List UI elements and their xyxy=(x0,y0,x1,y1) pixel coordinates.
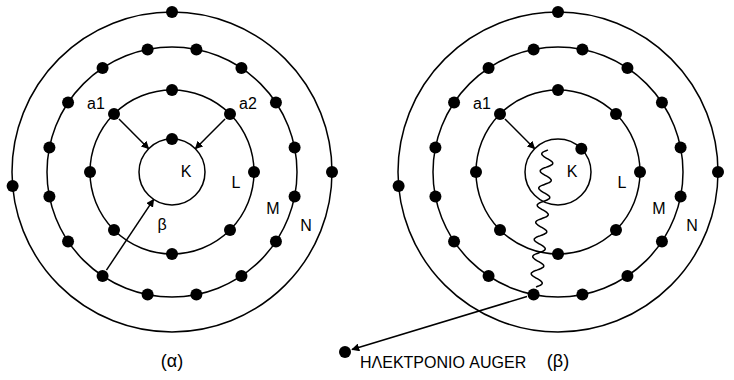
electron-dot xyxy=(270,97,282,109)
electron-dot xyxy=(393,180,405,192)
panel-label: (β) xyxy=(545,352,571,372)
electron-dot xyxy=(108,224,120,236)
electron-dot xyxy=(675,190,687,202)
electron-dot xyxy=(610,224,622,236)
electron-dot xyxy=(166,133,178,145)
electron-dot xyxy=(494,224,506,236)
transition-arrow xyxy=(119,119,149,149)
electron-dot xyxy=(97,270,109,282)
electron-dot xyxy=(339,346,351,358)
electron-dot xyxy=(448,97,460,109)
electron-dot xyxy=(142,289,154,301)
electron-dot xyxy=(62,97,74,109)
electron-dot xyxy=(576,43,588,55)
panel-label: (α) xyxy=(159,352,185,372)
electron-dot xyxy=(448,235,460,247)
shell-label: M xyxy=(650,200,667,218)
transition-label: a2 xyxy=(237,95,259,113)
transition-arrow xyxy=(505,119,535,149)
k-shell xyxy=(139,139,205,205)
electron-dot xyxy=(166,84,178,96)
electron-dot xyxy=(326,166,338,178)
electron-dot xyxy=(248,166,260,178)
electron-dot xyxy=(43,190,55,202)
electron-dot xyxy=(575,143,587,155)
electron-dot xyxy=(429,190,441,202)
electron-dot xyxy=(528,43,540,55)
l-shell xyxy=(476,90,640,254)
particle-label: ΗΛΕΚΤΡΟΝΙΟ AUGER xyxy=(358,354,528,372)
shell-label: N xyxy=(298,217,314,235)
electron-dot xyxy=(634,166,646,178)
electron-dot xyxy=(166,6,178,18)
electron-dot xyxy=(675,142,687,154)
shell-label: K xyxy=(179,163,194,181)
electron-dot xyxy=(528,289,540,301)
electron-dot xyxy=(235,62,247,74)
transition-arrow xyxy=(106,199,153,270)
shell-label: N xyxy=(684,217,700,235)
electron-dot xyxy=(224,224,236,236)
l-shell xyxy=(90,90,254,254)
electron-dot xyxy=(62,235,74,247)
electron-dot xyxy=(270,235,282,247)
electron-dot xyxy=(84,166,96,178)
electron-dot xyxy=(712,166,724,178)
electron-dot xyxy=(7,180,19,192)
m-shell xyxy=(47,47,297,297)
shell-label: L xyxy=(230,174,243,192)
electron-dot xyxy=(621,62,633,74)
k-shell xyxy=(525,139,591,205)
electron-dot xyxy=(43,142,55,154)
electron-dot xyxy=(610,108,622,120)
electron-dot xyxy=(142,43,154,55)
electron-dot xyxy=(483,270,495,282)
m-shell xyxy=(433,47,683,297)
electron-dot xyxy=(552,6,564,18)
transition-label: a1 xyxy=(471,95,493,113)
electron-dot xyxy=(235,270,247,282)
n-shell xyxy=(12,12,332,332)
electron-dot xyxy=(166,248,178,260)
electron-dot xyxy=(190,43,202,55)
electron-dot xyxy=(621,270,633,282)
electron-dot xyxy=(576,289,588,301)
shell-label: L xyxy=(616,174,629,192)
electron-dot xyxy=(552,248,564,260)
electron-dot xyxy=(289,190,301,202)
shell-label: M xyxy=(264,200,281,218)
electron-dot xyxy=(483,62,495,74)
electron-dot xyxy=(97,62,109,74)
shell-label: K xyxy=(565,163,580,181)
electron-dot xyxy=(190,289,202,301)
n-shell xyxy=(398,12,718,332)
electron-dot xyxy=(656,235,668,247)
electron-dot xyxy=(108,108,120,120)
electron-dot xyxy=(656,97,668,109)
transition-label: β xyxy=(155,216,168,234)
transition-arrow xyxy=(195,119,225,149)
electron-dot xyxy=(224,108,236,120)
electron-dot xyxy=(470,166,482,178)
transition-label: a1 xyxy=(85,95,107,113)
electron-dot xyxy=(429,142,441,154)
electron-dot xyxy=(494,108,506,120)
transition-arrow xyxy=(352,297,527,350)
photon-wave xyxy=(531,150,553,287)
electron-dot xyxy=(289,142,301,154)
electron-dot xyxy=(552,84,564,96)
